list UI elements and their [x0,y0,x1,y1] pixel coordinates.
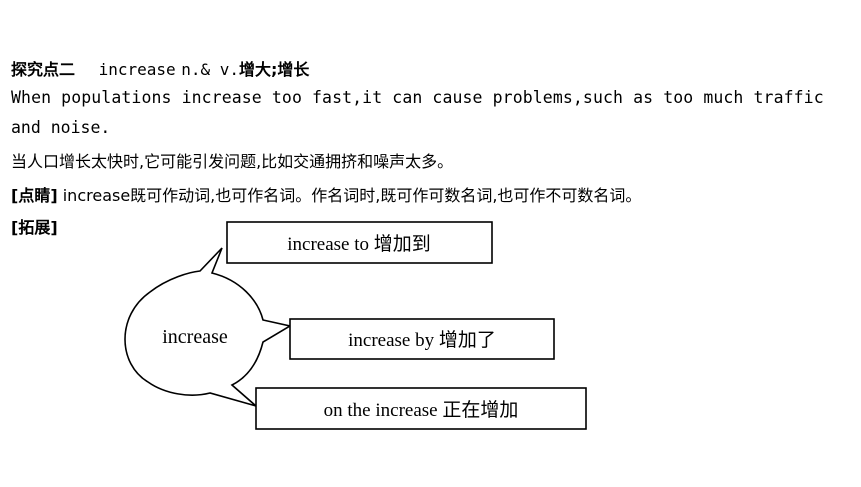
speech-bubble [124,247,293,407]
phrase-box-3 [255,387,587,430]
phrase-3: on the increase 正在增加 [324,399,519,421]
note-text: increase既可作动词,也可作名词。作名词时,既可作可数名词,也可作不可数名… [62,186,642,205]
heading-pos: n.& v. [181,60,240,79]
heading-title: 探究点二 [11,60,76,79]
section-heading: 探究点二 increase n.& v.增大;增长 [11,56,309,80]
phrase-box-2 [289,318,555,360]
phrase-box-1 [226,221,493,264]
heading-meaning: 增大;增长 [239,60,310,79]
example-sentence-line1: When populations increase too fast,it ca… [11,88,824,107]
expand-label: [拓展] [11,218,58,237]
note-label: [点睛] [11,186,58,205]
phrase-2: increase by 增加了 [348,329,496,351]
heading-keyword: increase [98,60,176,79]
bubble-center-word: increase [162,326,228,348]
phrase-1: increase to 增加到 [287,233,431,255]
example-sentence-line2: and noise. [11,118,111,137]
usage-note: [点睛] increase既可作动词,也可作名词。作名词时,既可作可数名词,也可… [11,182,641,206]
example-translation: 当人口增长太快时,它可能引发问题,比如交通拥挤和噪声太多。 [11,152,454,171]
